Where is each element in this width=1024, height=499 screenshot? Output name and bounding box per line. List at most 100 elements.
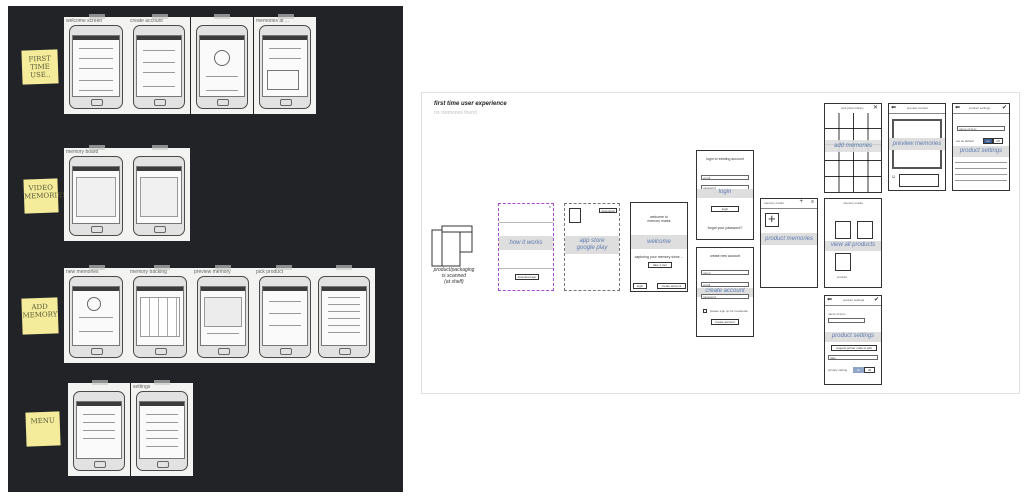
newsletter-label: please sign up for newsletter: [710, 309, 749, 313]
sketch-card: settings: [131, 383, 193, 476]
sketch-caption: memory board: [66, 149, 99, 155]
create-account-button[interactable]: create account: [657, 283, 686, 289]
toggle-off[interactable]: off: [864, 367, 875, 373]
default-toggle-label: set as default: [956, 139, 974, 143]
sketch-caption: pick product: [256, 269, 283, 275]
add-memories-title: pick photo library: [841, 106, 864, 110]
phone-sketch: [259, 25, 311, 109]
sketch-card: pick product: [254, 268, 316, 363]
product-settings-title: product settings: [969, 106, 991, 110]
sketch-card: preview memory: [192, 268, 254, 363]
download-app-button[interactable]: download app: [515, 274, 539, 280]
welcome-tagline: capturing your memory since ...: [634, 255, 684, 259]
email-field[interactable]: email: [701, 282, 749, 287]
menu-icon[interactable]: ≡: [811, 199, 814, 205]
preview-memories-title: preview content: [907, 106, 929, 110]
sketch-card: memory board: [64, 148, 128, 241]
download-button[interactable]: download: [599, 208, 617, 213]
create-account-frame: create new account name email create acc…: [696, 247, 754, 337]
how-it-works-label: how it works: [509, 240, 543, 246]
privacy-toggle-label: privacy setting: [828, 368, 848, 372]
sketch-card: create account: [128, 17, 190, 114]
take-tour-button[interactable]: take 1 tour: [648, 262, 672, 268]
app-store-frame: download app store google play: [564, 203, 620, 291]
create-account-label: create account: [705, 288, 745, 294]
flow-subtitle: no memories found: [434, 110, 477, 116]
plus-icon: +: [768, 211, 776, 226]
request-printer-code-button[interactable]: request printer code to edit: [831, 345, 877, 351]
phone-sketch: [136, 391, 188, 471]
toggle-on[interactable]: on: [853, 367, 864, 373]
phone-sketch: [133, 276, 187, 358]
product-settings-frame: ⬅ product settings ✔ name of item set as…: [952, 103, 1010, 191]
add-icon[interactable]: +: [799, 199, 803, 205]
add-memory-tile[interactable]: [765, 213, 779, 227]
sketch-card: welcome screen: [64, 17, 128, 114]
product-memories-label: product memories: [764, 236, 814, 242]
sketch-card: [68, 383, 130, 476]
app-store-label: app store google play: [576, 238, 608, 251]
sticky-note-text: VIDEO MEMORIES: [23, 183, 68, 201]
date-field[interactable]: date: [828, 355, 878, 360]
add-memories-label: add memories: [833, 143, 872, 149]
close-icon[interactable]: ×: [548, 204, 551, 209]
sticky-note-menu: MENU: [25, 411, 61, 447]
checkmark-icon[interactable]: ✔: [873, 297, 879, 303]
phone-sketch: [196, 25, 248, 109]
item-name-label: name of item: [828, 312, 846, 316]
how-it-works-frame: × how it works download app: [498, 203, 554, 291]
product-settings-frame-2: ⬅ product settings ✔ name of item produc…: [824, 295, 882, 385]
back-arrow-icon[interactable]: ⬅: [827, 297, 833, 303]
newsletter-checkbox[interactable]: [703, 309, 707, 313]
sketch-card: memories at ...: [254, 17, 316, 114]
preview-memories-label: preview memories: [892, 141, 942, 147]
sticky-note-add-memory: ADD MEMORY: [21, 297, 59, 335]
sketch-caption: [193, 18, 251, 25]
item-name-field[interactable]: name of item: [957, 126, 1005, 131]
sketch-caption: [315, 269, 373, 276]
phone-sketch: [318, 276, 370, 358]
close-icon[interactable]: ✕: [872, 105, 878, 111]
password-field[interactable]: password: [701, 294, 749, 299]
preview-memories-frame: ⬅ preview content preview memories ☺: [888, 103, 946, 191]
sticky-note-text: ADD MEMORY: [22, 302, 58, 320]
forgot-password-link[interactable]: forgot your password?: [707, 226, 743, 230]
welcome-title: welcome to memory marks: [647, 215, 671, 223]
checkmark-icon[interactable]: ✔: [1001, 105, 1007, 111]
product-settings-label: product settings: [831, 333, 875, 339]
flow-board: first time user experience no memories f…: [421, 92, 1020, 394]
sketch-caption: [130, 149, 188, 156]
email-field[interactable]: email: [701, 175, 749, 180]
product-settings-label: product settings: [959, 148, 1003, 154]
sketch-caption: memories at ...: [256, 18, 290, 24]
login-submit-button[interactable]: login: [711, 206, 739, 212]
item-name-field[interactable]: [828, 318, 865, 323]
phone-sketch: [259, 276, 311, 358]
sketch-card: memory tracking: [128, 268, 192, 363]
sticky-note-text: FIRST TIME USE..: [28, 54, 52, 80]
sketch-caption: create account: [130, 18, 163, 24]
back-arrow-icon[interactable]: ⬅: [955, 105, 961, 111]
welcome-label: welcome: [647, 239, 671, 245]
create-account-submit-button[interactable]: create account: [711, 319, 739, 325]
sketch-caption: settings: [133, 384, 151, 390]
toggle-off[interactable]: off: [993, 138, 1003, 144]
product-settings-title: product settings: [843, 298, 865, 302]
phone-sketch: [69, 276, 123, 358]
login-label: login: [718, 189, 732, 195]
caption-field[interactable]: [899, 174, 939, 187]
product-scanned-label: product/packaging is scanned (at shelf): [433, 267, 475, 285]
sketch-wall-photo: FIRST TIME USE.. VIDEO MEMORIES ADD MEMO…: [8, 6, 403, 492]
name-field[interactable]: name: [701, 270, 749, 275]
toggle-on[interactable]: on: [983, 138, 993, 144]
add-memories-frame: pick photo library ✕ add memories: [824, 103, 882, 193]
smiley-icon[interactable]: ☺: [891, 174, 897, 180]
phone-sketch: [133, 156, 185, 236]
view-all-products-title: memory marks: [843, 201, 863, 205]
sketch-caption: memory tracking: [130, 269, 167, 275]
back-arrow-icon[interactable]: ⬅: [891, 105, 897, 111]
sketch-card: [313, 268, 375, 363]
sticky-note-first-time-use: FIRST TIME USE..: [21, 49, 59, 85]
login-button[interactable]: login: [633, 283, 647, 289]
login-frame: login to existing account email password…: [696, 150, 754, 240]
